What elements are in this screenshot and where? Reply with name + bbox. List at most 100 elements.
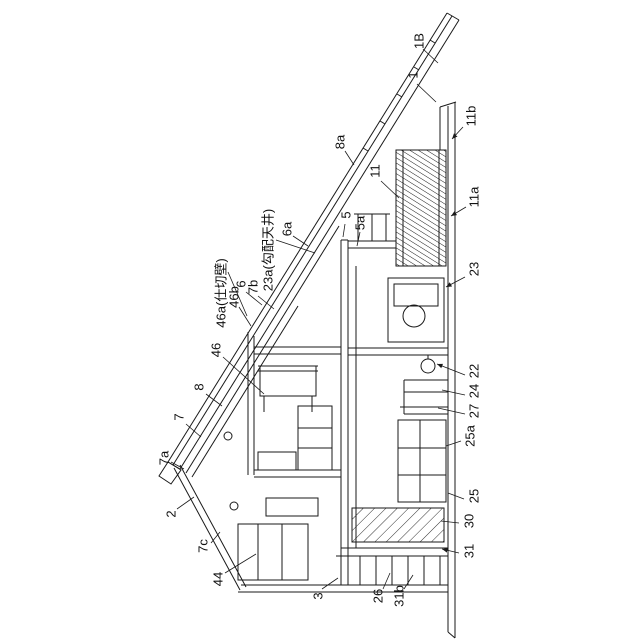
ref-label-text: 11a: [467, 186, 482, 207]
leader-line: [403, 574, 414, 590]
downlight: [229, 501, 239, 511]
leader-line: [447, 492, 465, 500]
ref-label-text: 1B: [412, 33, 427, 49]
ref-label-text: 2: [164, 510, 179, 517]
ref-label-44: 44: [211, 553, 257, 586]
foundation-ground: [439, 101, 457, 639]
roof-assembly: [158, 12, 460, 485]
ref-label-text: 11: [368, 164, 383, 178]
ref-label-25: 25: [447, 489, 482, 503]
ref-label-23: 23: [445, 262, 482, 288]
ref-label-5a: 5a: [353, 215, 368, 247]
ref-label-3: 3: [311, 577, 339, 600]
leader-line: [342, 223, 346, 238]
ref-label-46b: 46b: [227, 286, 252, 327]
reference-labels: 1B111b8a1111a55a6a23a(勾配天井)2367b46b46a(仕…: [157, 33, 482, 607]
leader-line: [344, 150, 355, 166]
ref-label-text: 5: [339, 211, 354, 218]
ref-label-text: 30: [462, 514, 477, 528]
leader-line: [441, 547, 460, 554]
duct-circle-22: [420, 358, 436, 374]
ref-label-text: 22: [467, 364, 482, 378]
ref-label-text: 7: [172, 413, 187, 420]
ref-label-7: 7: [172, 413, 202, 438]
center-wall: [340, 213, 396, 585]
base-floor: [238, 547, 448, 593]
ref-label-text: 23a(勾配天井): [261, 209, 276, 291]
ref-label-8: 8: [192, 383, 223, 407]
leader-line: [245, 291, 263, 306]
ref-label-7c: 7c: [196, 531, 221, 553]
leader-line: [436, 363, 466, 376]
leader-line: [445, 440, 462, 447]
leader-line: [185, 423, 202, 438]
duct-circle: [402, 304, 426, 328]
ref-label-text: 31: [462, 544, 477, 558]
ref-label-text: 7a: [157, 450, 172, 465]
ref-label-46: 46: [209, 343, 265, 395]
leader-line: [445, 276, 466, 288]
ref-label-text: 24: [467, 384, 482, 398]
leader-line: [382, 572, 391, 590]
equipment-box-23: [387, 277, 445, 343]
ref-label-23a: 23a(勾配天井): [261, 209, 316, 291]
ref-label-text: 6: [234, 280, 249, 287]
ref-label-text: 25: [467, 489, 482, 503]
ref-label-text: 31b: [392, 585, 407, 607]
ref-label-1: 1: [406, 71, 437, 103]
ref-label-11b: 11b: [451, 106, 479, 140]
leader-line: [224, 553, 257, 574]
ref-label-text: 11b: [464, 106, 479, 127]
leader-line: [422, 48, 439, 64]
ref-label-text: 23: [467, 262, 482, 276]
ref-label-8a: 8a: [333, 134, 355, 166]
right-rooms: [348, 277, 448, 543]
ref-label-26: 26: [371, 572, 391, 603]
ref-label-text: 25a: [463, 424, 478, 446]
louver-hatch: [395, 149, 447, 267]
leader-line: [416, 83, 437, 103]
leader-line: [170, 461, 185, 470]
ref-label-27: 27: [437, 404, 482, 418]
leader-line: [292, 235, 309, 247]
ref-label-text: 46: [209, 343, 224, 357]
ref-label-text: 27: [467, 404, 482, 418]
leader-line: [227, 271, 248, 317]
ref-label-22: 22: [436, 363, 482, 378]
ref-label-text: 7b: [246, 280, 261, 294]
ref-label-text: 7c: [196, 539, 211, 553]
leader-line: [176, 496, 195, 510]
ref-label-text: 3: [311, 592, 326, 599]
left-rooms: [223, 332, 341, 581]
leader-line: [210, 531, 221, 544]
leader-line: [321, 577, 339, 590]
ref-label-text: 5a: [353, 215, 368, 230]
louver-panel: [395, 149, 447, 267]
ref-label-6: 6: [234, 280, 263, 306]
ref-label-24: 24: [441, 384, 482, 398]
ref-label-text: 8a: [333, 134, 348, 149]
gable-wall: [173, 464, 247, 591]
ref-label-text: 8: [192, 383, 207, 390]
leader-line: [356, 231, 361, 247]
storage-44: [237, 523, 309, 581]
leader-line: [275, 239, 316, 254]
leader-line: [437, 407, 466, 415]
slab-hatch-30: [351, 507, 445, 543]
ref-label-5: 5: [339, 211, 354, 238]
ref-label-text: 6a: [280, 221, 295, 236]
ref-label-text: 46a(仕切壁): [214, 258, 229, 327]
ref-label-7a: 7a: [157, 450, 185, 470]
ref-label-1B: 1B: [412, 33, 439, 64]
ref-label-7b: 7b: [246, 280, 275, 310]
ref-label-6a: 6a: [280, 221, 309, 247]
ref-label-text: 26: [371, 589, 386, 603]
ref-label-11: 11: [368, 164, 400, 199]
ref-label-46a: 46a(仕切壁): [214, 258, 248, 328]
leader-line: [441, 389, 466, 396]
cabinet-25a: [397, 419, 447, 503]
eave-gutter: [158, 461, 182, 485]
leader-line: [205, 393, 223, 407]
